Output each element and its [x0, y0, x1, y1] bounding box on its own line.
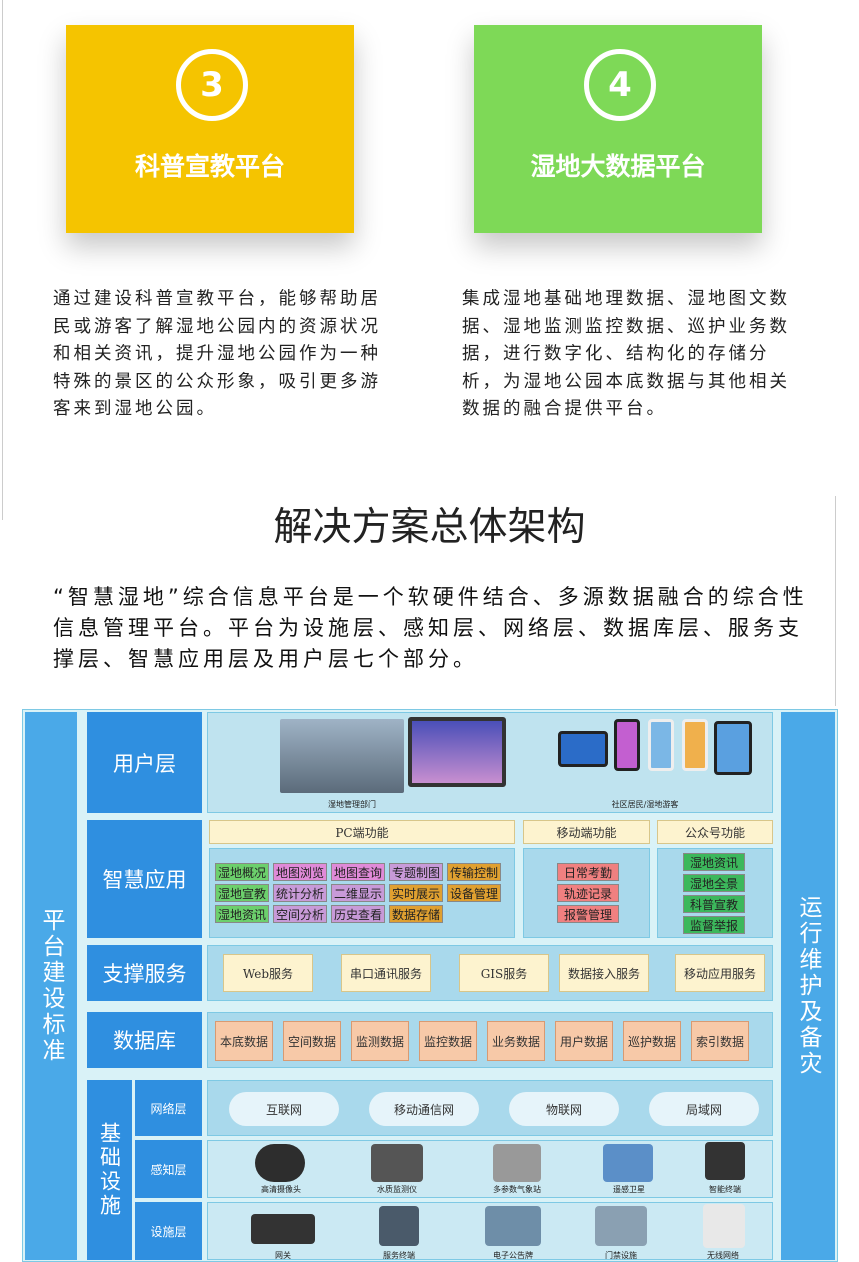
public-function: 监督举报 [683, 916, 745, 934]
layer-label-user: 用户层 [87, 712, 202, 813]
facility-caption: 网关 [275, 1251, 291, 1260]
section-intro: “智慧湿地”综合信息平台是一个软硬件结合、多源数据融合的综合性信息管理平台。平台… [53, 585, 808, 671]
sensing-caption: 高清摄像头 [261, 1185, 301, 1194]
public-header: 公众号功能 [657, 820, 773, 844]
mobile-header: 移动端功能 [523, 820, 650, 844]
number-4-icon: 4 [584, 49, 656, 121]
layer-label-support: 支撑服务 [87, 945, 202, 1001]
monitor-image [408, 717, 506, 787]
divider [835, 496, 836, 706]
user-caption-right: 社区居民/湿地游客 [611, 800, 679, 809]
layer-label-app: 智慧应用 [87, 820, 202, 938]
card-title: 湿地大数据平台 [530, 152, 706, 181]
tablet-image [714, 721, 752, 775]
network-item: 局域网 [649, 1092, 759, 1126]
card-science-platform: 3 科普宣教平台 [66, 25, 354, 233]
user-caption-left: 湿地管理部门 [328, 800, 376, 809]
sensing-caption: 遥感卫星 [613, 1185, 645, 1194]
architecture-diagram: 平台建设标准 运行维护及备灾 用户层 湿地管理部门 社区居民/湿地游客 智慧应用… [22, 709, 838, 1262]
network-item: 互联网 [229, 1092, 339, 1126]
db-item: 索引数据 [691, 1021, 749, 1061]
sensing-caption: 多参数气象站 [493, 1185, 541, 1194]
sensing-caption: 智能终端 [709, 1185, 741, 1194]
db-item: 监控数据 [419, 1021, 477, 1061]
sublayer-sensing: 感知层 [135, 1140, 202, 1198]
pc-function: 地图查询 [331, 863, 385, 881]
mobile-function: 日常考勤 [557, 863, 619, 881]
phone-image [614, 719, 640, 771]
facility-caption: 电子公告牌 [493, 1251, 533, 1260]
db-item: 用户数据 [555, 1021, 613, 1061]
db-item: 业务数据 [487, 1021, 545, 1061]
pc-function: 湿地资讯 [215, 905, 269, 923]
user-layer-panel: 湿地管理部门 社区居民/湿地游客 [207, 712, 773, 813]
support-service: 串口通讯服务 [341, 954, 431, 992]
phone-image [648, 719, 674, 771]
support-service: GIS服务 [459, 954, 549, 992]
pc-function: 湿地宣教 [215, 884, 269, 902]
public-function: 湿地全景 [683, 874, 745, 892]
pc-function: 专题制图 [389, 863, 443, 881]
layer-label-db: 数据库 [87, 1012, 202, 1068]
facility-caption: 门禁设施 [605, 1251, 637, 1260]
pc-header: PC端功能 [209, 820, 515, 844]
support-service: 数据接入服务 [559, 954, 649, 992]
pc-function: 数据存储 [389, 905, 443, 923]
db-item: 本底数据 [215, 1021, 273, 1061]
pc-function: 统计分析 [273, 884, 327, 902]
kiosk-image [379, 1206, 419, 1246]
card-3-description: 通过建设科普宣教平台，能够帮助居民或游客了解湿地公园内的资源状况和相关资讯，提升… [53, 289, 381, 419]
mobile-function: 轨迹记录 [557, 884, 619, 902]
left-sidebar: 平台建设标准 [25, 712, 77, 1260]
wireless-image [703, 1204, 745, 1248]
mobile-function: 报警管理 [557, 905, 619, 923]
gateway-image [251, 1214, 315, 1244]
billboard-image [485, 1206, 541, 1246]
pc-function: 湿地概况 [215, 863, 269, 881]
right-sidebar: 运行维护及备灾 [781, 712, 835, 1260]
support-service: Web服务 [223, 954, 313, 992]
db-item: 监测数据 [351, 1021, 409, 1061]
card-bigdata-platform: 4 湿地大数据平台 [474, 25, 762, 233]
camera-image [255, 1144, 305, 1182]
terminal-image [705, 1142, 745, 1180]
water-sensor-image [371, 1144, 423, 1182]
pc-function: 二维显示 [331, 884, 385, 902]
sublayer-facility: 设施层 [135, 1202, 202, 1260]
pc-function: 传输控制 [447, 863, 501, 881]
facility-caption: 无线网络 [707, 1251, 739, 1260]
weather-station-image [493, 1144, 541, 1182]
layer-label-infra: 基础设施 [87, 1080, 132, 1260]
facility-caption: 服务终端 [383, 1251, 415, 1260]
tablet-image [558, 731, 608, 767]
section-title: 解决方案总体架构 [273, 505, 586, 550]
pc-function: 实时展示 [389, 884, 443, 902]
number-3-icon: 3 [176, 49, 248, 121]
pc-function: 设备管理 [447, 884, 501, 902]
sensing-caption: 水质监测仪 [377, 1185, 417, 1194]
pc-function: 地图浏览 [273, 863, 327, 881]
db-item: 巡护数据 [623, 1021, 681, 1061]
satellite-image [603, 1144, 653, 1182]
support-service: 移动应用服务 [675, 954, 765, 992]
phone-image [682, 719, 708, 771]
card-4-description: 集成湿地基础地理数据、湿地图文数据、湿地监测监控数据、巡护业务数据，进行数字化、… [462, 289, 790, 419]
pc-function: 空间分析 [273, 905, 327, 923]
divider [2, 0, 3, 520]
card-title: 科普宣教平台 [134, 152, 285, 181]
network-item: 移动通信网 [369, 1092, 479, 1126]
network-item: 物联网 [509, 1092, 619, 1126]
public-function: 科普宣教 [683, 895, 745, 913]
gate-image [595, 1206, 647, 1246]
pc-function: 历史查看 [331, 905, 385, 923]
sublayer-network: 网络层 [135, 1080, 202, 1136]
db-item: 空间数据 [283, 1021, 341, 1061]
public-function: 湿地资讯 [683, 853, 745, 871]
control-room-image [280, 719, 404, 793]
